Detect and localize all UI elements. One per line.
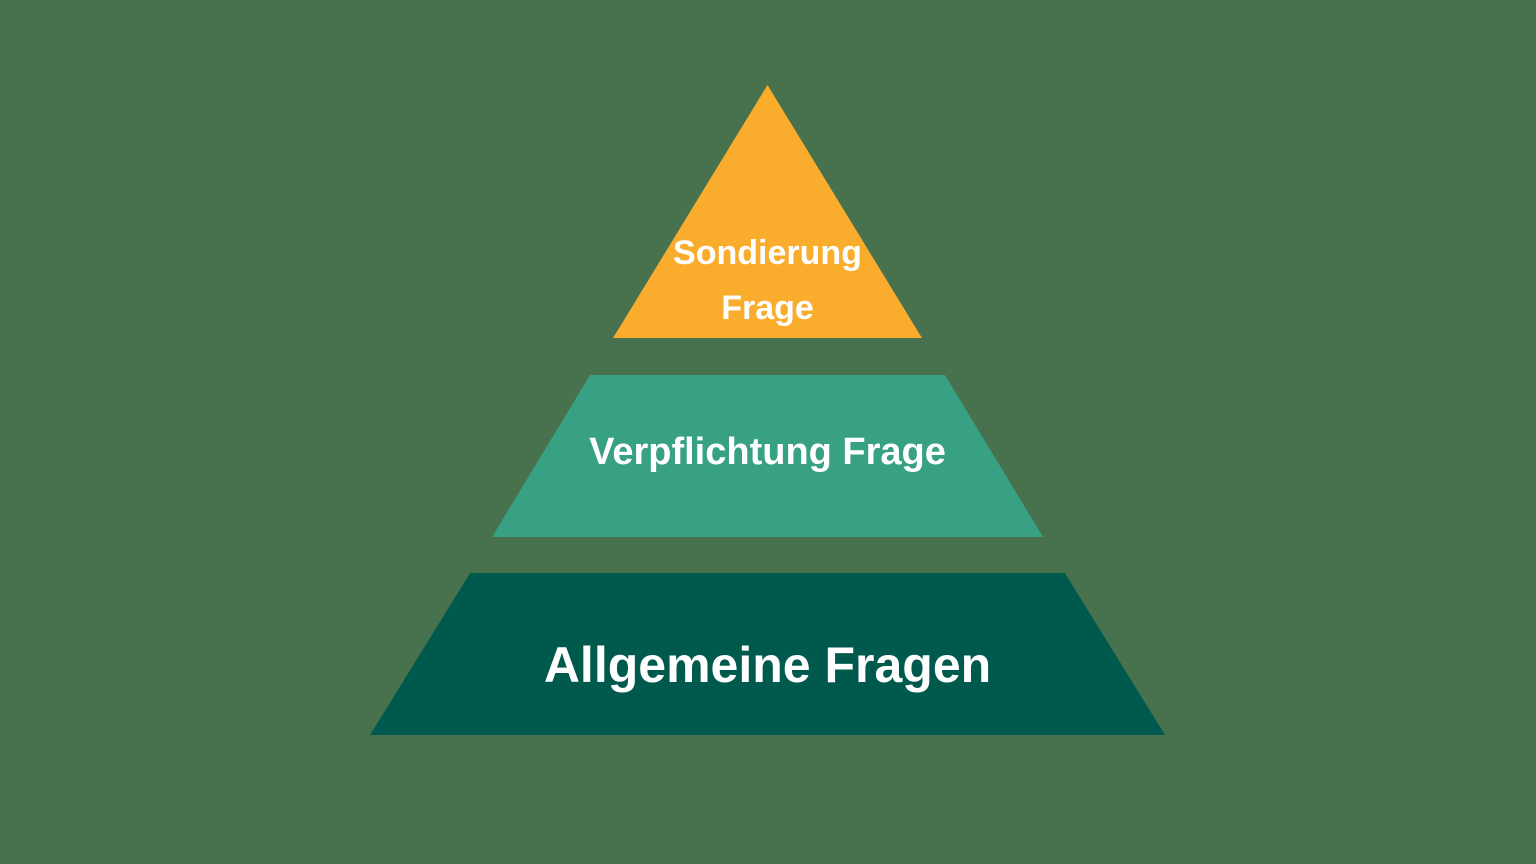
tier-bottom-label: Allgemeine Fragen bbox=[543, 637, 992, 693]
tier-middle-label: Verpflichtung Frage bbox=[589, 431, 946, 473]
pyramid-tier-verpflichtung-frage: Verpflichtung Frage bbox=[492, 375, 1043, 537]
tier-top-label-line1: Sondierung bbox=[673, 234, 862, 272]
tier-top-label-line2: Frage bbox=[721, 289, 814, 327]
pyramid-tier-allgemeine-fragen: Allgemeine Fragen bbox=[370, 573, 1165, 735]
pyramid-tier-sondierung-frage: Sondierung Frage bbox=[613, 85, 922, 338]
